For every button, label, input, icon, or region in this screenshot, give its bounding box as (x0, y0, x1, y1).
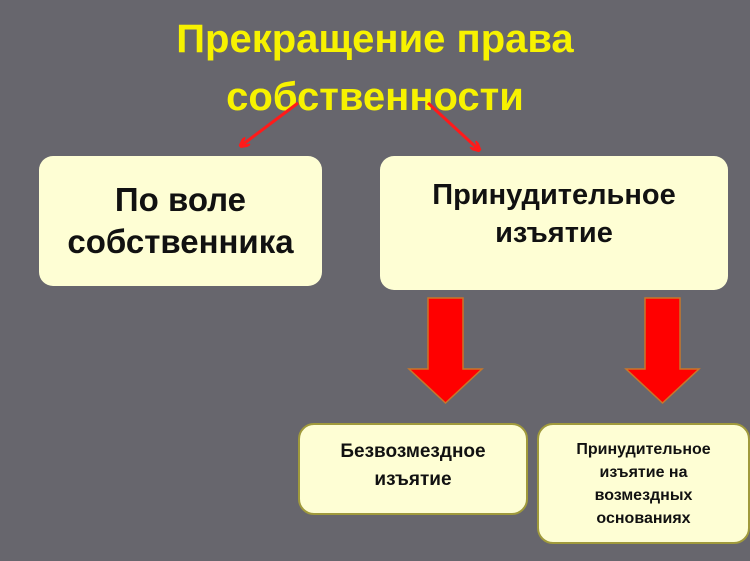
branch-text-line: Принудительное (432, 179, 676, 211)
arrow-block-down-left-icon (407, 297, 484, 405)
sub-text-line: возмездных (594, 486, 693, 504)
sub-box-compensated: Принудительное изъятие на возмездных осн… (537, 423, 750, 544)
branch-box-voluntary: По воле собственника (39, 156, 322, 286)
sub-text-line: Принудительное (576, 440, 711, 458)
sub-text-line: изъятие на (599, 463, 688, 481)
branch-text-line: собственника (67, 223, 294, 260)
arrow-thin-left-icon (242, 101, 299, 145)
branch-box-forced: Принудительное изъятие (380, 156, 728, 290)
branch-text-line: По воле (114, 181, 247, 218)
title-line-2: собственности (226, 75, 524, 119)
arrow-thin-right-icon (426, 101, 478, 149)
sub-box-gratuitous: Безвозмездное изъятие (298, 423, 528, 515)
branch-text-line: изъятие (495, 217, 613, 249)
sub-text-line: Безвозмездное (340, 441, 486, 462)
title-line-1: Прекращение права (176, 17, 574, 61)
sub-text-line: основаниях (596, 509, 691, 527)
arrow-block-down-right-icon (624, 297, 701, 405)
diagram-title: Прекращение права собственности (0, 10, 750, 126)
sub-text-line: изъятие (374, 469, 452, 490)
